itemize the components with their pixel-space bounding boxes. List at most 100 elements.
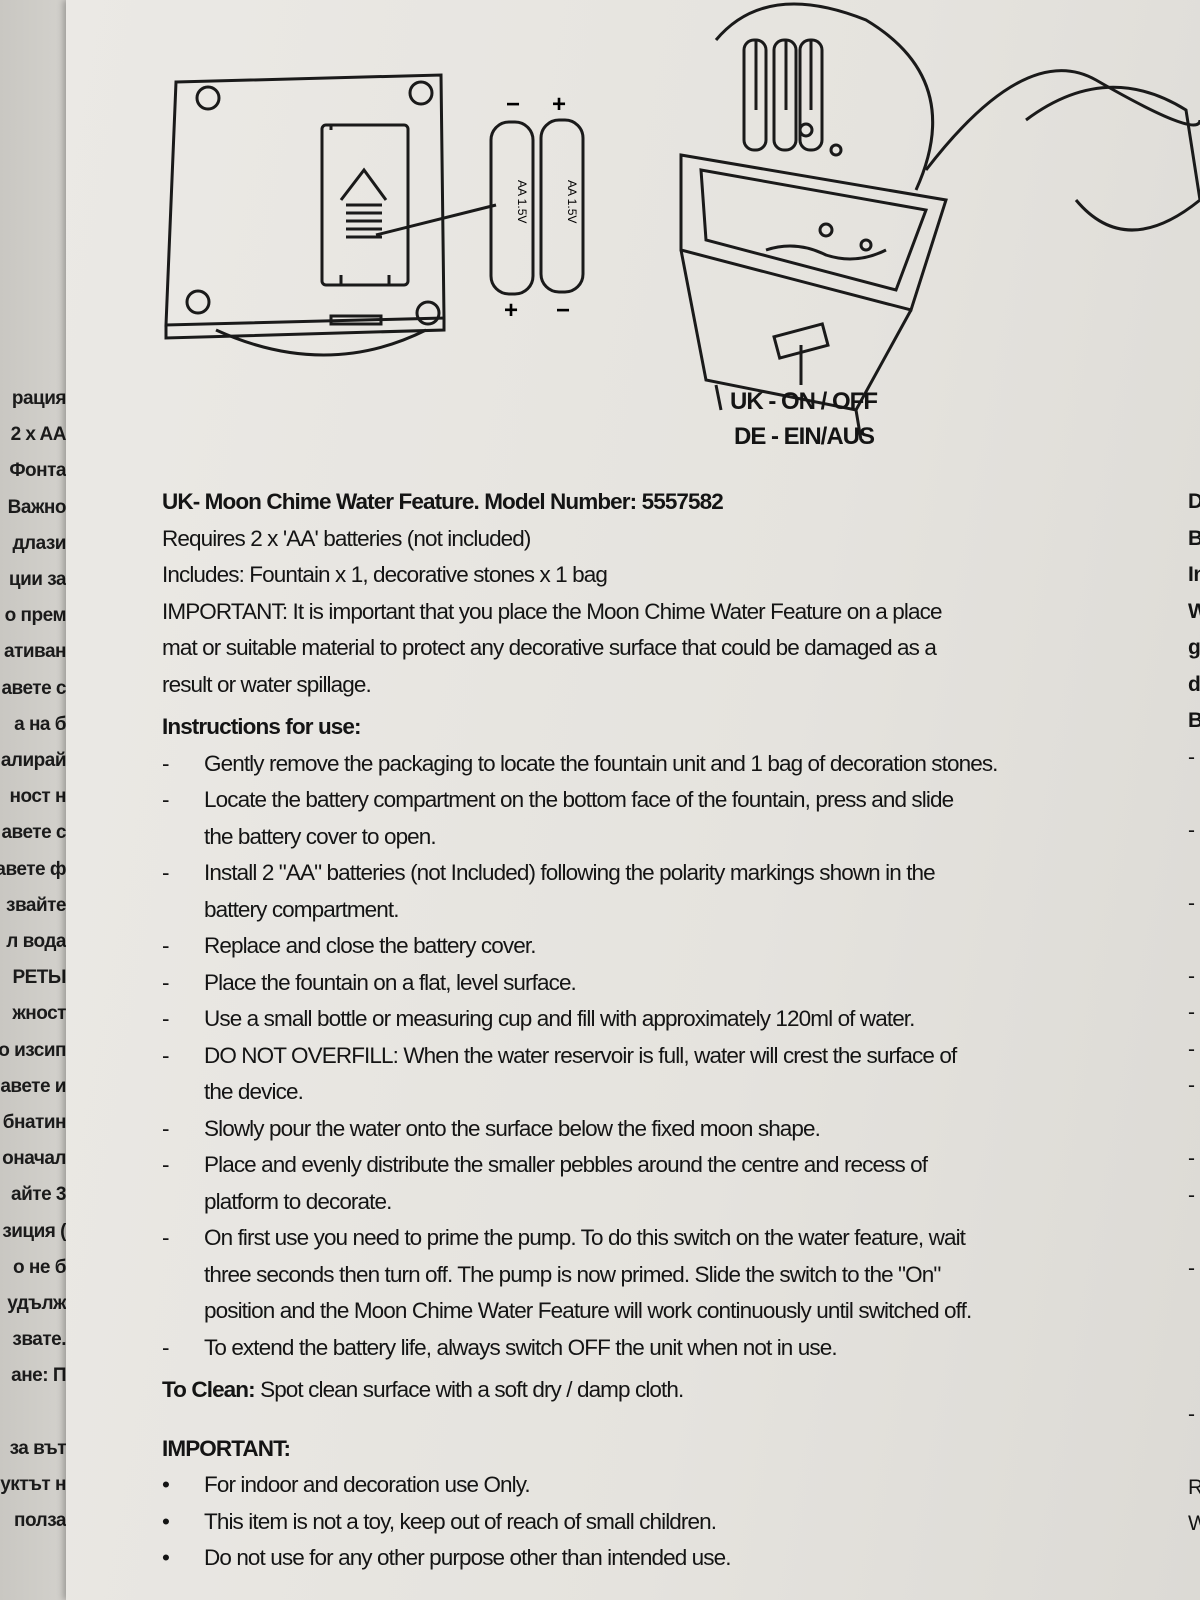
switch-label-uk: UK - ON / OFF [730, 388, 878, 415]
right-fragment: geeig [1188, 636, 1200, 659]
list-item: •This item is not a toy, keep out of rea… [162, 1504, 1102, 1541]
instruction-line: Slowly pour the water onto the surface b… [204, 1115, 821, 1141]
right-fragment: WICH [1188, 599, 1200, 623]
instruction-line: Place and evenly distribute the smaller … [204, 1152, 928, 1177]
battery-2-plus: + [552, 91, 566, 118]
bullet-dash: - [162, 1115, 169, 1141]
intro-line: Includes: Fountain x 1, decorative stone… [162, 562, 608, 587]
right-fragment: K [1188, 1360, 1200, 1397]
illustrations: AA 1.5V AA 1.5V − + + − [164, 2, 1200, 441]
right-fragment: Betrie [1188, 526, 1200, 550]
bullet-dash: - [162, 750, 169, 776]
instruction-line: the battery cover to open. [204, 823, 437, 849]
instructions-list: - Gently remove the packaging to locate t… [162, 746, 1102, 1367]
bullet-dash: - [162, 969, 169, 995]
right-fragment: die du [1188, 672, 1200, 696]
left-fragment: ане: П [11, 1365, 66, 1387]
instruction-line: On first use you need to prime the pump.… [204, 1225, 966, 1250]
right-fragment: - D [1188, 1147, 1195, 1170]
left-fragment: рация [11, 388, 66, 409]
bullet-dot: • [162, 1472, 170, 1497]
list-item: -On first use you need to prime the pump… [162, 1220, 1102, 1330]
instruction-line: position and the Moon Chime Water Featur… [204, 1298, 972, 1323]
right-fragment: - 2 [1188, 891, 1195, 915]
instruction-line: the device. [204, 1079, 304, 1104]
list-item: - Place the fountain on a flat, level sur… [162, 965, 1102, 1002]
list-item: -Replace and close the battery cover. [162, 928, 1102, 965]
right-fragment: a [1188, 1105, 1200, 1142]
left-fragment: а на б [14, 713, 66, 735]
list-item: -Place and evenly distribute the smaller… [162, 1147, 1102, 1220]
clean-label: To Clean: [162, 1377, 256, 1402]
intro-line: result or water spillage. [162, 671, 372, 697]
list-item: -To extend the battery life, always swit… [162, 1330, 1102, 1367]
instruction-line: Gently remove the packaging to locate th… [204, 750, 998, 776]
left-fragment: ност н [9, 786, 66, 808]
cleaning-note: To Clean: Spot clean surface with a soft… [162, 1372, 1102, 1409]
right-fragment: e [1188, 1433, 1200, 1470]
right-fragment: - V [1188, 745, 1195, 769]
bullet-dot: • [162, 1508, 170, 1534]
important-list: • For indoor and decoration use Only. •Thi… [162, 1467, 1102, 1577]
right-fragment: Rein [1188, 1475, 1200, 1499]
right-fragment: - D [1188, 1402, 1195, 1426]
instruction-line: Place the fountain on a flat, level surf… [204, 969, 577, 995]
left-fragment: уктът н [0, 1474, 66, 1495]
right-fragment: - A [1188, 818, 1195, 842]
bullet-dash: - [162, 933, 169, 958]
adjacent-column-german: DE- K BetrieInhaltWICH geeig die du Bedie - V… [1188, 484, 1200, 1543]
left-fragment: полза [14, 1510, 66, 1532]
left-fragment: 2 x AA [10, 424, 66, 446]
list-item: -DO NOT OVERFILL: When the water reservo… [162, 1038, 1102, 1111]
instruction-line: Use a small bottle or measuring cup and … [204, 1006, 915, 1031]
instruction-leaflet: AA 1.5V AA 1.5V − + + − UK - ON / OFF DE… [66, 0, 1200, 1600]
left-fragment: авете и [0, 1075, 66, 1097]
left-fragment: длази [12, 532, 66, 554]
left-fragment: л вода [6, 931, 66, 952]
right-fragment: D [1188, 776, 1200, 813]
intro-line: mat or suitable material to protect any … [162, 635, 937, 660]
uk-instructions: UK- Moon Chime Water Feature. Model Numb… [162, 484, 1102, 1577]
clean-text: Spot clean surface with a soft dry / dam… [254, 1377, 684, 1402]
battery-1-minus: − [506, 91, 520, 118]
battery-2-minus: − [556, 297, 570, 324]
list-item: - Gently remove the packaging to locate t… [162, 746, 1102, 783]
left-fragment: бнатин [2, 1112, 66, 1133]
right-fragment: Inhalt [1188, 563, 1200, 586]
left-fragment: жност [12, 1003, 66, 1025]
important-line: For indoor and decoration use Only. [204, 1472, 531, 1497]
right-fragment: - I [1188, 1037, 1195, 1061]
fountain-base-battery-diagram [164, 73, 585, 357]
right-fragment: Bedie [1188, 709, 1200, 732]
right-fragment: - E [1188, 1001, 1195, 1024]
important-heading: IMPORTANT: [162, 1435, 291, 1461]
intro: Requires 2 x 'AA' batteries (not include… [162, 521, 1102, 704]
left-fragment: ативан [3, 641, 66, 663]
list-item: -Install 2 "AA" batteries (not Included)… [162, 855, 1102, 928]
right-fragment: - D [1188, 1183, 1195, 1207]
right-fragment: DE- K [1188, 490, 1200, 513]
left-fragment: о изсип [0, 1039, 66, 1061]
instructions-heading: Instructions for use: [162, 714, 362, 739]
list-item: •Do not use for any other purpose other … [162, 1540, 1102, 1577]
product-title: UK- Moon Chime Water Feature. Model Numb… [162, 489, 724, 514]
battery-label-1: AA 1.5V [515, 180, 529, 223]
left-fragment: звайте [6, 894, 66, 916]
important-line: Do not use for any other purpose other t… [204, 1545, 731, 1570]
right-fragment: A [1188, 1214, 1200, 1251]
intro-line: IMPORTANT: It is important that you plac… [162, 598, 942, 624]
instruction-line: To extend the battery life, always switc… [204, 1334, 838, 1360]
right-fragment: B [1188, 849, 1200, 886]
right-fragment: - E [1188, 1256, 1195, 1280]
battery-1-plus: + [504, 297, 518, 324]
battery-label-2: AA 1.5V [565, 180, 579, 223]
left-fragment: зиция ( [2, 1220, 66, 1242]
left-fragment: Важно [7, 496, 66, 518]
right-fragment: V [1188, 1287, 1200, 1324]
left-fragment: за вът [9, 1437, 66, 1459]
instruction-line: three seconds then turn off. The pump is… [204, 1261, 941, 1287]
left-fragment: авете с [1, 677, 66, 699]
instruction-line: battery compartment. [204, 896, 399, 922]
list-item: -Locate the battery compartment on the b… [162, 782, 1102, 855]
instruction-line: DO NOT OVERFILL: When the water reservoi… [204, 1042, 957, 1068]
